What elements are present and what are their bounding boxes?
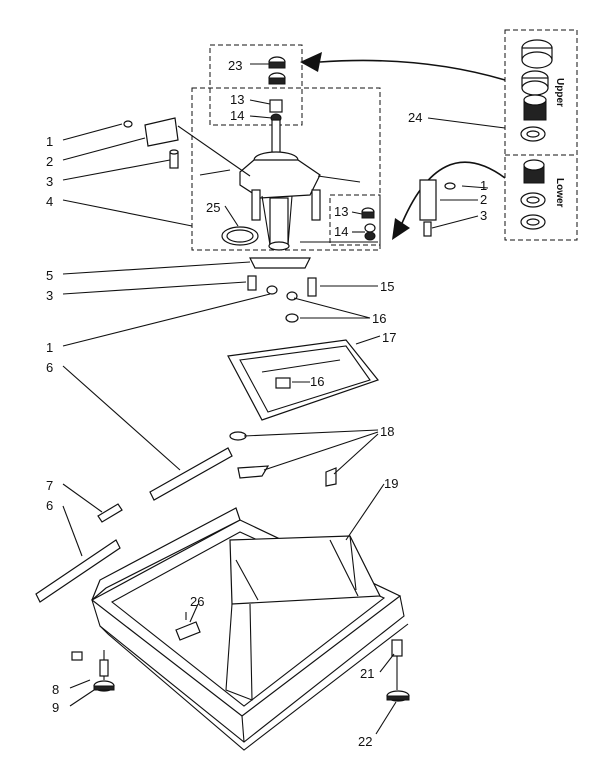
callout-2-top-left: 2 <box>46 154 53 169</box>
callout-22: 22 <box>358 734 372 749</box>
callout-13-top: 13 <box>230 92 244 107</box>
callout-labels: 1 2 3 4 1 2 3 5 3 15 16 17 1 6 16 18 7 6… <box>46 58 487 749</box>
callout-26: 26 <box>190 594 204 609</box>
callout-18: 18 <box>380 424 394 439</box>
callout-16-upper: 16 <box>372 311 386 326</box>
front-right-leveling-leg <box>386 639 410 702</box>
base-frame <box>90 507 409 751</box>
leader-lines <box>62 63 506 735</box>
callout-6-lower: 6 <box>46 498 53 513</box>
spring-part-7 <box>97 503 123 523</box>
bearing-kit-lower-label: Lower <box>554 178 565 208</box>
callout-15: 15 <box>380 279 394 294</box>
right-bracket-parts <box>419 179 456 237</box>
callout-1-top-left: 1 <box>46 134 53 149</box>
ring-part-25 <box>221 226 259 246</box>
seal-kit-box <box>209 44 303 126</box>
callout-7: 7 <box>46 478 53 493</box>
callout-21: 21 <box>360 666 374 681</box>
tub-support-tray <box>227 339 380 421</box>
callout-3-top-left: 3 <box>46 174 53 189</box>
callout-14-top: 14 <box>230 108 244 123</box>
callout-8: 8 <box>52 682 59 697</box>
callout-3-middle: 3 <box>46 288 53 303</box>
left-bracket-parts <box>123 117 179 169</box>
callout-13-right: 13 <box>334 204 348 219</box>
callout-9: 9 <box>52 700 59 715</box>
bracket-part-5 <box>249 257 311 269</box>
right-seal-box <box>329 194 381 246</box>
callout-4: 4 <box>46 194 53 209</box>
bearing-kit-upper-label: Upper <box>554 78 565 107</box>
clip-part-26 <box>175 612 201 641</box>
callout-6-upper: 6 <box>46 360 53 375</box>
callout-5: 5 <box>46 268 53 283</box>
front-left-leveling-leg <box>71 650 115 692</box>
rail-part-6-upper <box>149 447 233 501</box>
callout-24: 24 <box>408 110 422 125</box>
callout-3-right: 3 <box>480 208 487 223</box>
callout-17: 17 <box>382 330 396 345</box>
callout-14-right: 14 <box>334 224 348 239</box>
callout-25: 25 <box>206 200 220 215</box>
callout-2-right: 2 <box>480 192 487 207</box>
small-fasteners <box>247 275 317 323</box>
bearing-kit-box: Upper Lower <box>504 29 578 241</box>
callout-23: 23 <box>228 58 242 73</box>
pads-part-18 <box>229 431 337 487</box>
callout-16-lower: 16 <box>310 374 324 389</box>
rail-part-6-lower <box>35 539 121 603</box>
callout-19: 19 <box>384 476 398 491</box>
spider-assembly <box>199 119 361 251</box>
callout-1-right: 1 <box>480 178 487 193</box>
callout-1-middle: 1 <box>46 340 53 355</box>
transmission-box <box>191 87 381 251</box>
kit-arrows <box>300 52 506 240</box>
